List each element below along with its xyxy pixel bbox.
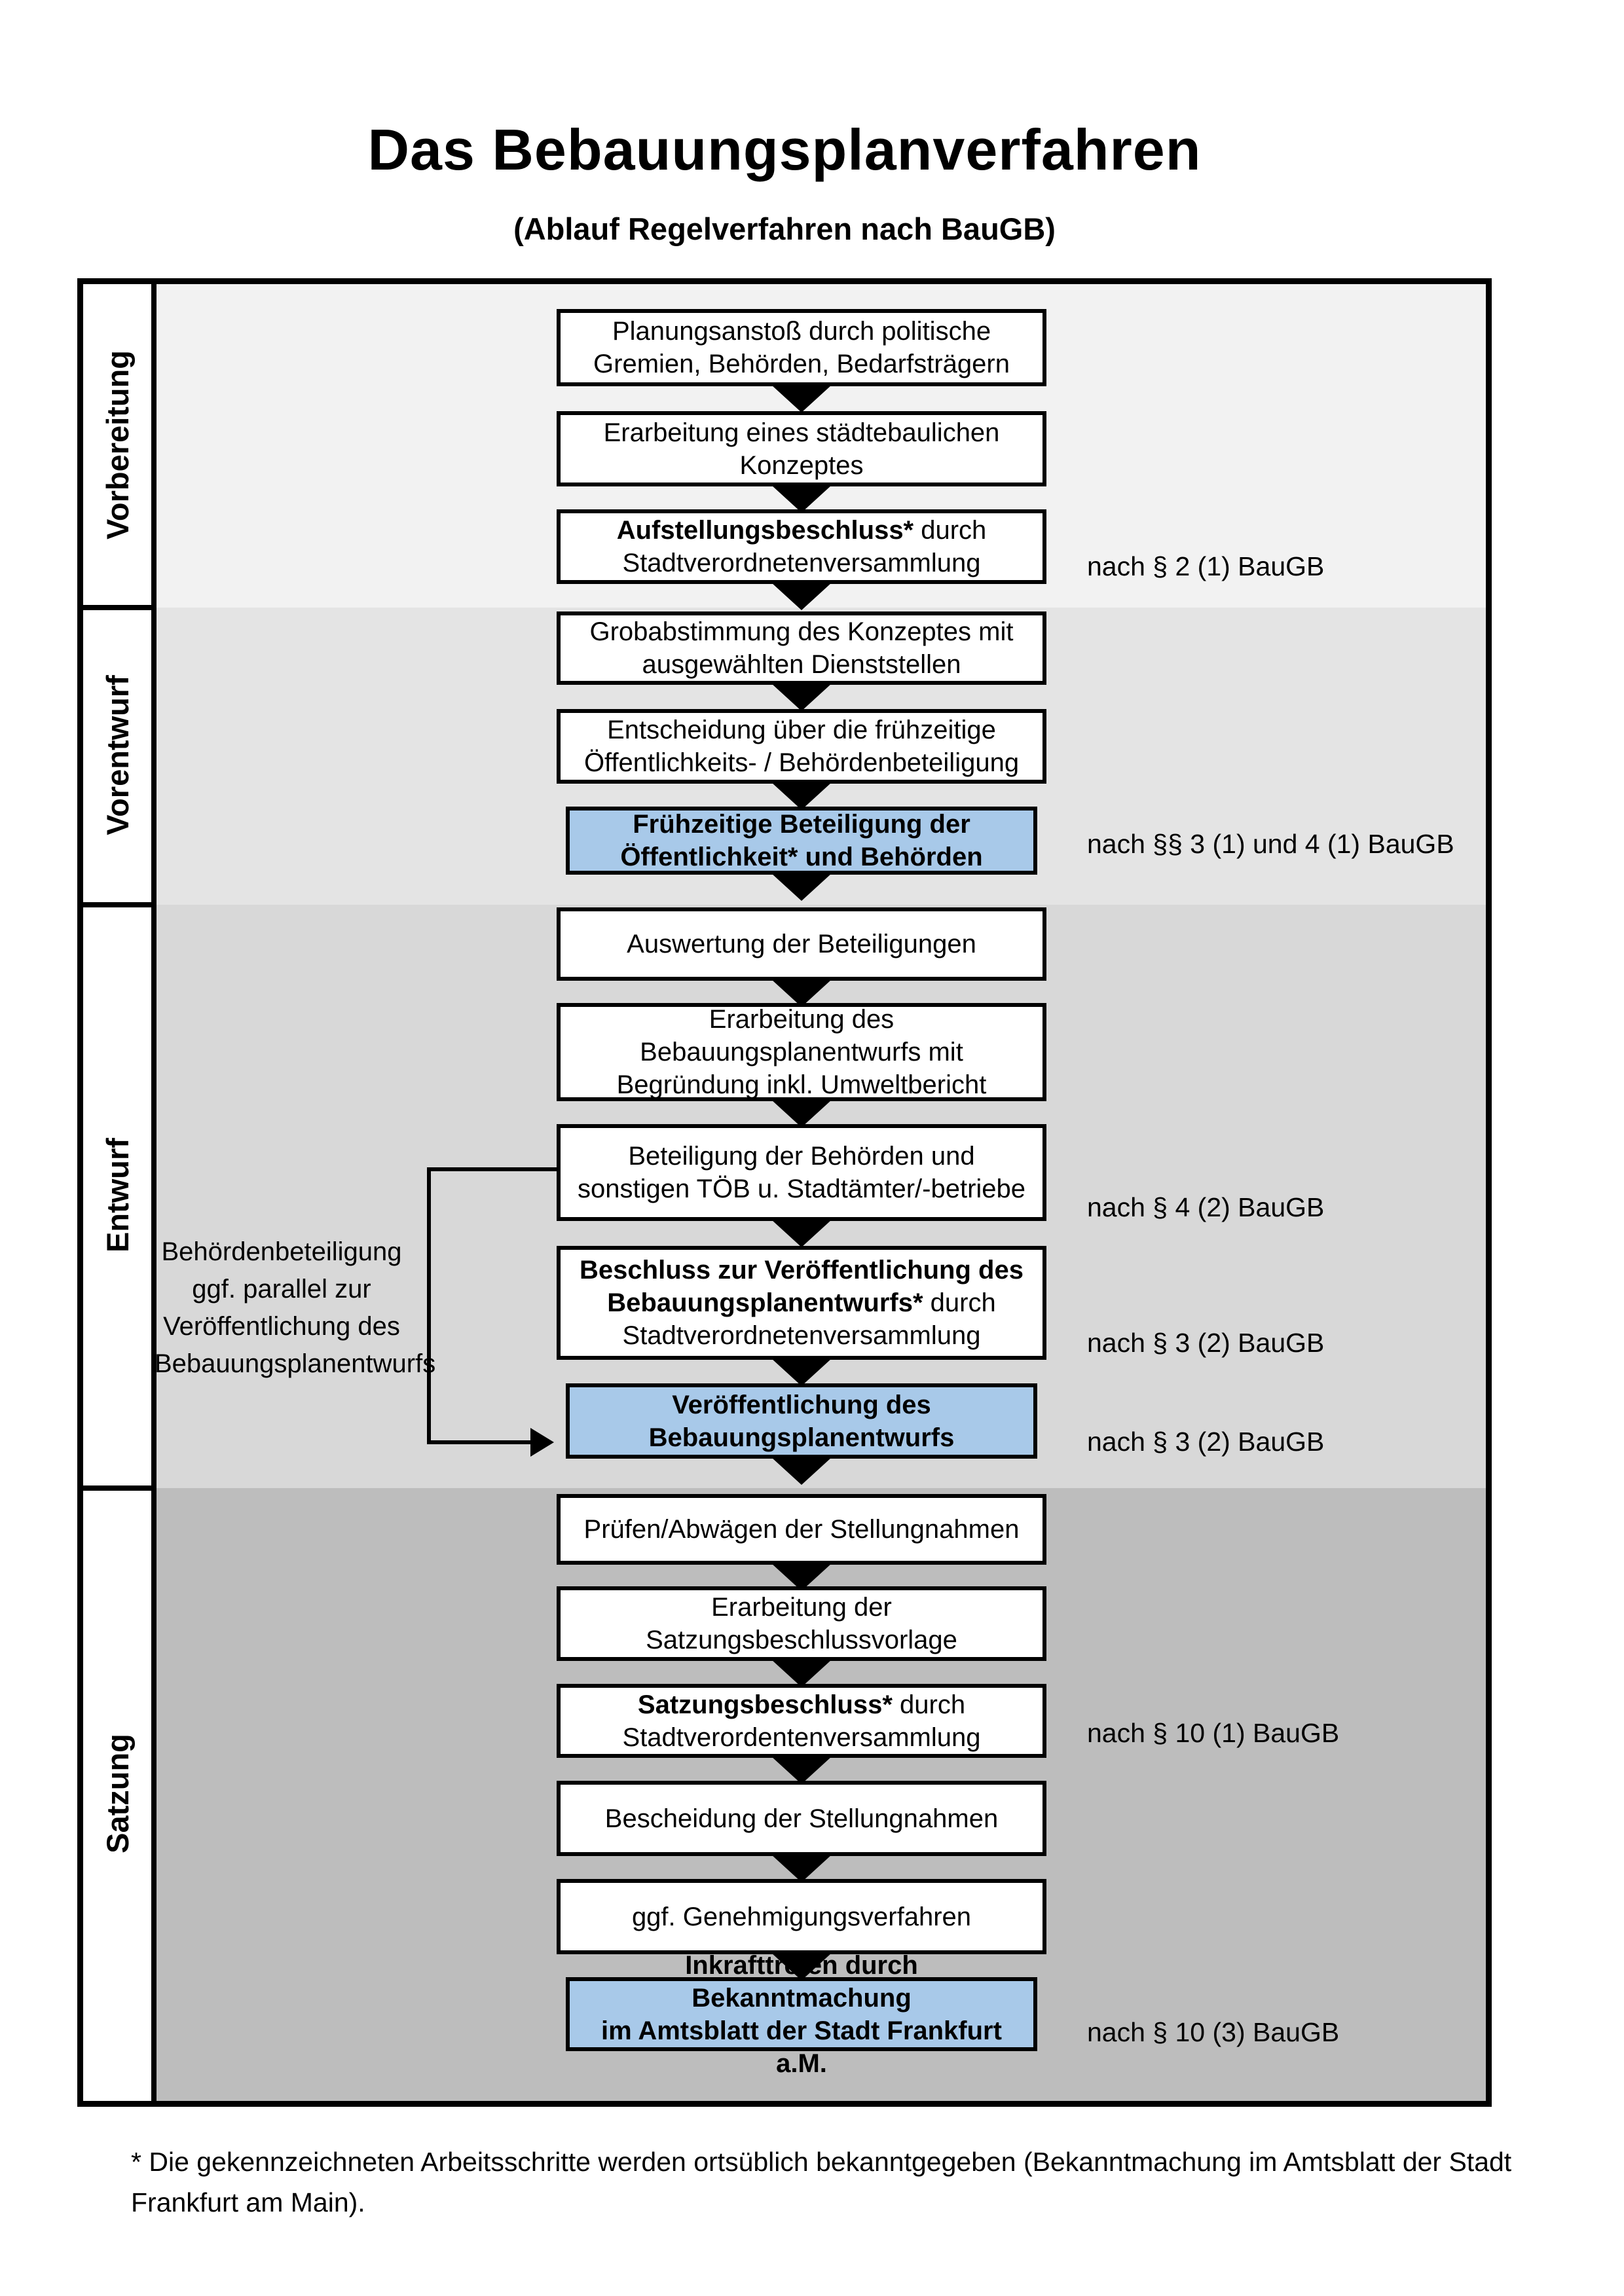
flow-box-text-bold: Satzungsbeschluss*	[637, 1690, 893, 1719]
flow-box: Erarbeitung der Satzungsbeschlussvorlage	[557, 1586, 1046, 1661]
flow-box: Erarbeitung des Bebauungsplanentwurfs mi…	[557, 1003, 1046, 1101]
flow-box-text: Bescheidung der Stellungnahmen	[605, 1802, 998, 1835]
flow-box-highlighted: Inkrafttreten durch Bekanntmachung im Am…	[566, 1951, 1037, 2078]
phase-label-text: Vorbereitung	[100, 350, 135, 539]
flow-box-text: Inkrafttreten durch Bekanntmachung im Am…	[576, 1949, 1027, 2080]
flow-box: Auswertung der Beteiligungen	[557, 907, 1046, 981]
flow-box-text-regular: Planungsanstoß durch politische Gremien,…	[593, 317, 1010, 378]
legal-reference: nach § 3 (2) BauGB	[1087, 1328, 1325, 1358]
bracket-right-arrow-icon	[530, 1428, 554, 1457]
flow-box-text: Beteiligung der Behörden und sonstigen T…	[578, 1140, 1025, 1205]
flow-box-text: Prüfen/Abwägen der Stellungnahmen	[584, 1513, 1020, 1546]
flow-box-text: Erarbeitung des Bebauungsplanentwurfs mi…	[617, 1003, 987, 1101]
down-arrow-icon	[771, 782, 832, 810]
flow-box-text-regular: durch Stadtverordnetenversammlung	[622, 516, 987, 577]
legal-reference: nach § 4 (2) BauGB	[1087, 1192, 1325, 1222]
down-arrow-icon	[771, 385, 832, 412]
flow-box: Erarbeitung eines städtebaulichen Konzep…	[557, 411, 1046, 486]
flow-box: ggf. Genehmigungsverfahren	[557, 1879, 1046, 1954]
flow-box-text: Planungsanstoß durch politische Gremien,…	[593, 315, 1010, 380]
phase-divider-3	[81, 1485, 157, 1491]
flow-box: Aufstellungsbeschluss* durch Stadtverord…	[557, 509, 1046, 584]
phase-label-satzung: Satzung	[83, 1488, 151, 2098]
phase-label-text: Entwurf	[100, 1138, 135, 1252]
flow-box-text-regular: Erarbeitung eines städtebaulichen Konzep…	[603, 418, 1000, 480]
flow-box-text-regular: Beteiligung der Behörden und sonstigen T…	[577, 1142, 1026, 1203]
phase-divider-2	[81, 902, 157, 907]
phase-label-entwurf: Entwurf	[83, 905, 151, 1485]
flow-box-text: Erarbeitung eines städtebaulichen Konzep…	[604, 416, 1000, 482]
flow-box-highlighted: Veröffentlichung des Bebauungsplanentwur…	[566, 1383, 1037, 1459]
flow-box-text-regular: Auswertung der Beteiligungen	[627, 930, 976, 958]
down-arrow-icon	[771, 979, 832, 1007]
down-arrow-icon	[771, 583, 832, 610]
phase-divider-1	[81, 605, 157, 610]
flow-box-text: ggf. Genehmigungsverfahren	[632, 1901, 971, 1933]
down-arrow-icon	[771, 1100, 832, 1127]
flow-box-text-regular: Prüfen/Abwägen der Stellungnahmen	[583, 1515, 1020, 1544]
down-arrow-icon	[771, 1358, 832, 1386]
flow-box: Beschluss zur Veröffentlichung des Bebau…	[557, 1246, 1046, 1360]
down-arrow-icon	[771, 485, 832, 513]
flow-box-text-regular: durch Bekanntmachung im Amtsblatt der St…	[601, 1950, 1002, 2078]
flow-box-text-regular: Bescheidung der Stellungnahmen	[604, 1804, 999, 1833]
phase-label-vorbereitung: Vorbereitung	[83, 284, 151, 605]
phase-label-text: Vorentwurf	[100, 674, 135, 835]
bracket-top-line	[427, 1167, 557, 1171]
flow-box: Prüfen/Abwägen der Stellungnahmen	[557, 1494, 1046, 1565]
flow-box-text-regular: Erarbeitung der Satzungsbeschlussvorlage	[646, 1593, 957, 1654]
legal-reference: nach §§ 3 (1) und 4 (1) BauGB	[1087, 829, 1454, 859]
down-arrow-icon	[771, 873, 832, 901]
flow-box: Planungsanstoß durch politische Gremien,…	[557, 309, 1046, 386]
flow-box-text-regular: ggf. Genehmigungsverfahren	[631, 1902, 972, 1931]
page-subtitle: (Ablauf Regelverfahren nach BauGB)	[513, 211, 1056, 246]
down-arrow-icon	[771, 1953, 832, 1980]
parallel-procedure-note: Behördenbeteiligung ggf. parallel zur Ve…	[155, 1237, 436, 1378]
flow-box-text: Auswertung der Beteiligungen	[627, 928, 976, 960]
down-arrow-icon	[771, 1220, 832, 1247]
bracket-bottom-line	[427, 1440, 533, 1444]
footnote: * Die gekennzeichneten Arbeitsschritte w…	[131, 2147, 1512, 2217]
legal-reference: nach § 10 (1) BauGB	[1087, 1718, 1340, 1748]
flow-box-text-regular: Entscheidung über die frühzeitige Öffent…	[583, 716, 1020, 777]
flow-box-text: Entscheidung über die frühzeitige Öffent…	[584, 714, 1019, 779]
flow-box: Satzungsbeschluss* durch Stadtverordente…	[557, 1684, 1046, 1758]
legal-reference: nach § 10 (3) BauGB	[1087, 2017, 1340, 2047]
flow-box-text-regular: durch Stadtverordentenversammlung	[622, 1690, 981, 1752]
flow-box-text: Veröffentlichung des Bebauungsplanentwur…	[649, 1389, 955, 1454]
flow-box-text-bold: Inkrafttreten	[685, 1950, 838, 1980]
flow-box-text: Erarbeitung der Satzungsbeschlussvorlage	[646, 1591, 957, 1656]
legal-reference: nach § 3 (2) BauGB	[1087, 1427, 1325, 1457]
flow-box-text-bold: Beschluss zur Veröffentlichung des Bebau…	[580, 1256, 1024, 1317]
flow-box-highlighted: Frühzeitige Beteiligung der Öffentlichke…	[566, 807, 1037, 875]
flow-box-text: Beschluss zur Veröffentlichung des Bebau…	[580, 1254, 1024, 1352]
flow-box-text-bold: Aufstellungsbeschluss*	[616, 516, 914, 545]
legal-reference: nach § 2 (1) BauGB	[1087, 551, 1325, 581]
phase-sidebar	[83, 284, 151, 2101]
flow-box-text-regular: Erarbeitung des Bebauungsplanentwurfs mi…	[616, 1005, 987, 1099]
down-arrow-icon	[771, 683, 832, 711]
flow-box: Grobabstimmung des Konzeptes mit ausgewä…	[557, 611, 1046, 685]
page-title: Das Bebauungsplanverfahren	[367, 117, 1202, 182]
down-arrow-icon	[771, 1457, 832, 1485]
phase-label-text: Satzung	[100, 1733, 135, 1853]
flow-box: Entscheidung über die frühzeitige Öffent…	[557, 709, 1046, 784]
flow-box-text-bold: Frühzeitige Beteiligung der Öffentlichke…	[620, 810, 983, 871]
flow-box: Bescheidung der Stellungnahmen	[557, 1781, 1046, 1856]
flow-box-text: Grobabstimmung des Konzeptes mit ausgewä…	[590, 615, 1014, 681]
flow-box-text: Aufstellungsbeschluss* durch Stadtverord…	[617, 514, 987, 579]
flow-box-text: Satzungsbeschluss* durch Stadtverordente…	[623, 1688, 981, 1754]
flow-box-text: Frühzeitige Beteiligung der Öffentlichke…	[620, 808, 982, 873]
phase-label-vorentwurf: Vorentwurf	[83, 608, 151, 902]
flow-box-text-regular: Grobabstimmung des Konzeptes mit ausgewä…	[589, 617, 1014, 679]
down-arrow-icon	[771, 1757, 832, 1784]
bracket-vertical-line	[427, 1167, 431, 1444]
flow-box-text-bold: Veröffentlichung des Bebauungsplanentwur…	[648, 1390, 955, 1452]
flow-box: Beteiligung der Behörden und sonstigen T…	[557, 1124, 1046, 1221]
down-arrow-icon	[771, 1660, 832, 1687]
down-arrow-icon	[771, 1855, 832, 1882]
flow-box-text-regular: durch Stadtverordnetenversammlung	[622, 1288, 996, 1350]
sidebar-vertical-divider	[151, 284, 157, 2101]
